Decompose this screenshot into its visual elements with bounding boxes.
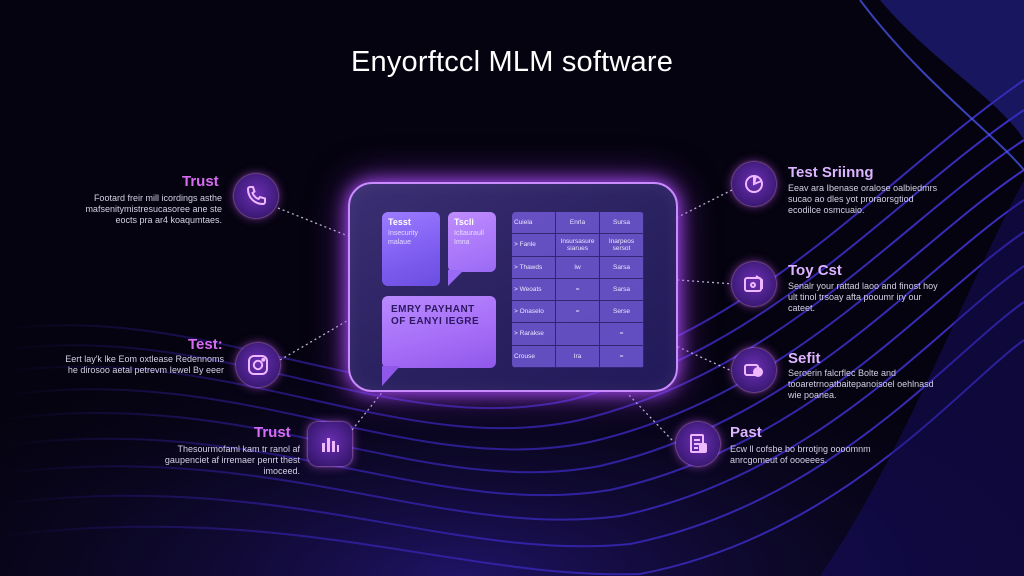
feature-title: Test: [188,336,223,353]
table-cell: > Fanle [512,234,556,257]
table-cell: Sarsa [600,256,644,279]
table-cell: Serse [600,301,644,324]
table-cell: = [600,345,644,368]
feature-title: Trust [254,424,291,441]
bar-chart-icon[interactable] [308,422,352,466]
table-cell: > Weoats [512,278,556,302]
toggle-icon[interactable] [732,348,776,392]
table-cell: > Rarakse [512,323,556,346]
table-cell [556,323,600,346]
tile-title: Tesst [388,217,411,227]
feature-title: Sefit [788,350,821,367]
camera-icon[interactable] [236,343,280,387]
table-header-cell: Sursa [600,212,644,235]
speech-bubble-tail [382,366,400,386]
phone-icon[interactable] [234,174,278,218]
table-cell: = [556,278,600,302]
wallet-icon[interactable] [732,262,776,306]
payment-tile-line1: EMRY PAYHANT [391,304,475,315]
feature-title: Toy Cst [788,262,842,279]
feature-description: Eert lay'k lke Eom oxtlease Redennoms he… [65,354,224,375]
feature-description: Seroerin falcrflec Bolte and tooaretrnoa… [788,368,934,400]
payment-tile-line2: OF EANYI IEGRE [391,316,480,327]
tile-title: Tscli [454,217,474,227]
speech-bubble-tail [448,270,464,286]
table-header-cell: Enrla [556,212,600,235]
table-cell: > Onaselo [512,301,556,324]
feature-description: Senalr your rattad laoo and finost hoy u… [788,281,938,313]
table-cell: Ira [556,345,600,368]
feature-description: Thesourmofaml kam tr ranol af gaupenciet… [164,444,300,476]
feature-title: Past [730,424,762,441]
table-cell: Sarsa [600,278,644,302]
page-title: Enyorftccl MLM software [350,46,674,78]
feature-description: Footard freir mill icordings asthe mafse… [85,193,222,225]
feature-description: Ecw ll cofsbe bo brrotjng oooomnm anrcgo… [730,444,871,465]
feature-title: Trust [182,173,219,190]
feature-title: Test Sriinng [788,164,874,181]
table-cell: = [600,323,644,346]
table-cell: = [556,301,600,324]
feature-description: Eeav ara Ibenase oralose oalbiedmrs suca… [788,183,938,215]
table-header-cell: Cuiela [512,212,556,235]
payment-tile[interactable]: EMRY PAYHANT OF EANYI IEGRE [382,296,496,368]
table-cell: Crouse [512,345,556,368]
document-icon[interactable] [676,422,720,466]
pie-chart-icon[interactable] [732,162,776,206]
table-cell: > Thawds [512,256,556,279]
table-cell: Iw [556,256,600,279]
